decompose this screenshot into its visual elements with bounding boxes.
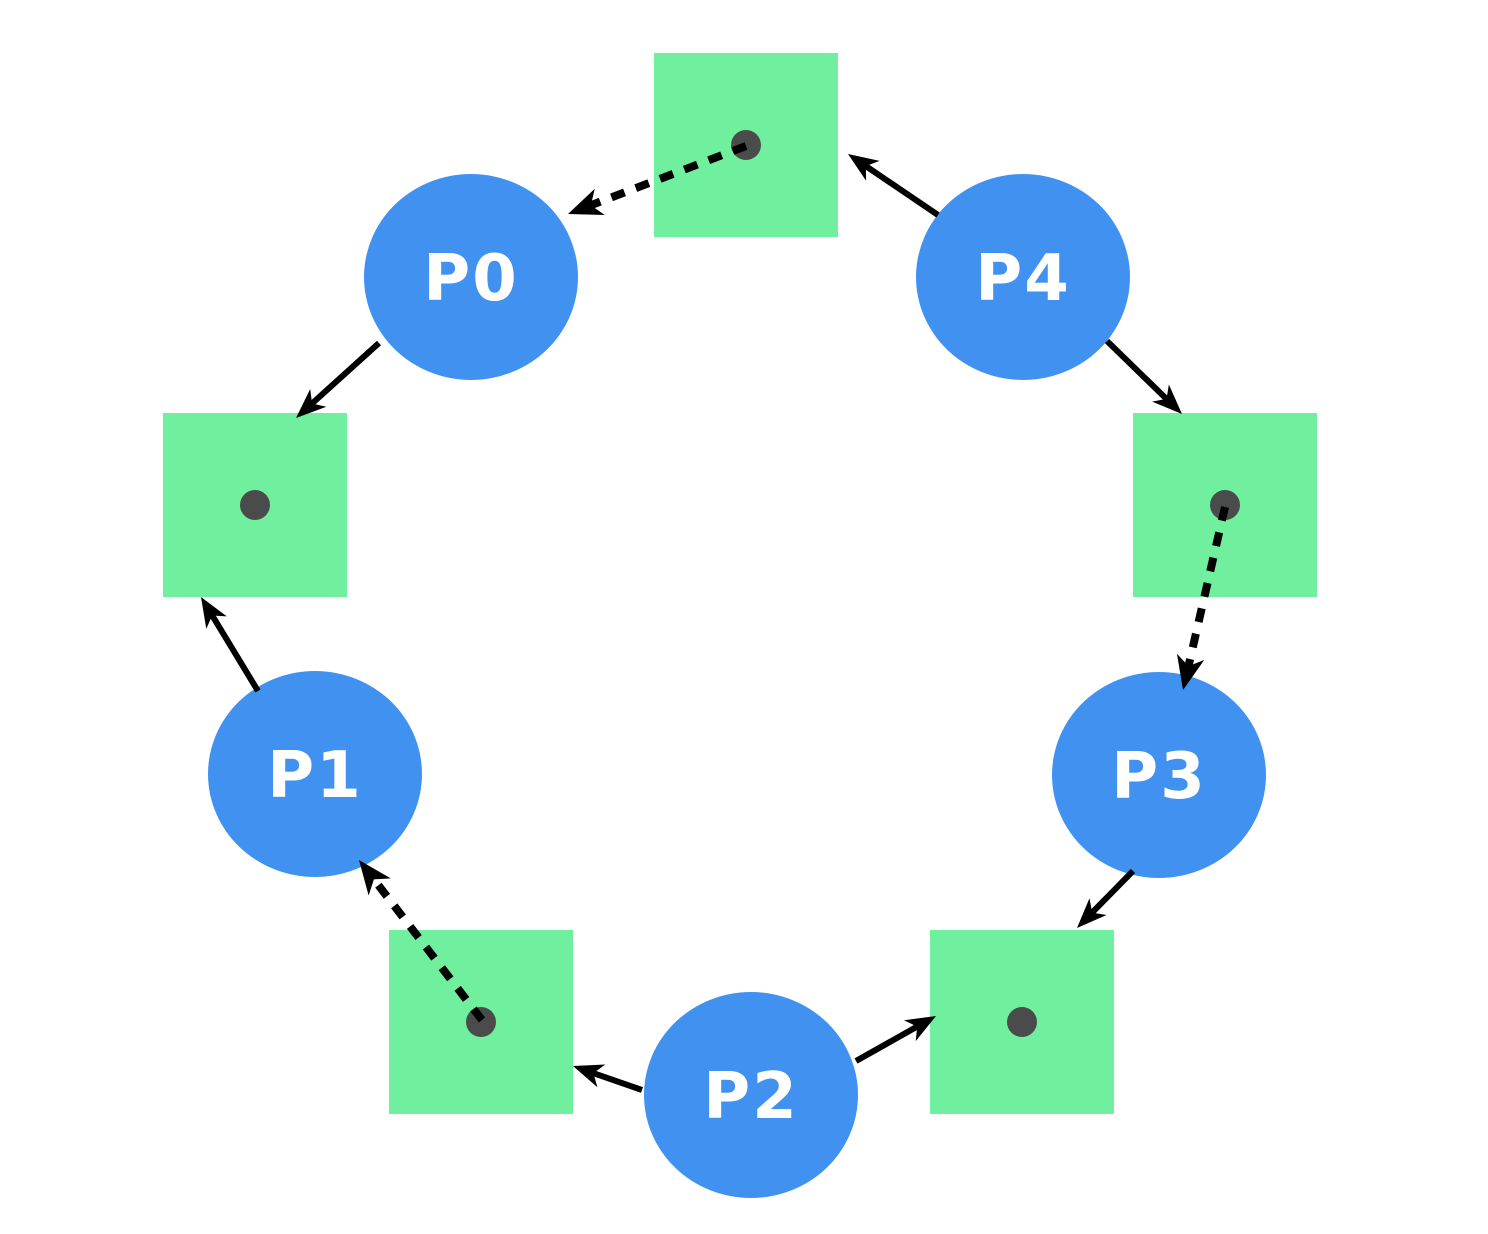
arrowhead-icon	[359, 860, 391, 896]
process-label-P4: P4	[975, 242, 1070, 316]
edge-request-P4-to-right	[1104, 338, 1182, 414]
edge-request-P1-to-left	[201, 597, 261, 693]
arrowhead-icon	[1152, 384, 1182, 414]
process-node-P2	[644, 992, 858, 1198]
edge-line-request	[1104, 338, 1170, 402]
edge-line-request	[209, 613, 261, 693]
process-label-P0: P0	[423, 242, 518, 316]
resource-dot-resource-top	[731, 130, 761, 160]
edge-line-assignment	[370, 876, 486, 1023]
edge-request-P2-to-bottom-right	[854, 1016, 936, 1064]
arrowhead-icon	[201, 597, 227, 629]
process-label-P1: P1	[267, 739, 362, 813]
resource-dot-resource-right	[1210, 490, 1240, 520]
arrowhead-icon	[1176, 653, 1205, 690]
process-node-P4	[916, 174, 1130, 380]
edge-request-P0-to-left	[296, 340, 382, 418]
edge-line-request	[309, 340, 382, 407]
arrowhead-icon	[296, 388, 327, 418]
edge-line-request	[1089, 868, 1136, 916]
edge-line-request	[591, 1070, 643, 1093]
edge-line-request	[863, 163, 940, 218]
edge-request-P2-to-bottom-left	[573, 1064, 643, 1093]
edge-assign-bottom-left-to-P1	[359, 860, 486, 1023]
edge-assign-right-to-P3	[1176, 506, 1229, 690]
edge-line-assignment	[1184, 506, 1229, 668]
resource-dot-resource-left	[240, 490, 270, 520]
process-node-P1	[208, 671, 422, 877]
edge-request-P3-to-bottom-right	[1077, 868, 1136, 928]
edge-request-P4-to-top	[848, 154, 940, 218]
process-node-P3	[1052, 672, 1266, 878]
arrowhead-icon	[848, 154, 880, 181]
edge-assign-top-to-P0	[568, 142, 748, 215]
arrowhead-icon	[568, 188, 605, 215]
process-label-P3: P3	[1111, 740, 1206, 814]
edge-line-request	[854, 1023, 920, 1064]
resource-dot-resource-bottom-right	[1007, 1007, 1037, 1037]
arrowhead-icon	[1077, 898, 1107, 928]
arrowhead-icon	[903, 1016, 936, 1042]
edge-line-assignment	[588, 142, 748, 210]
arrowhead-icon	[573, 1064, 606, 1088]
process-node-P0	[364, 174, 578, 380]
process-label-P2: P2	[703, 1060, 798, 1134]
